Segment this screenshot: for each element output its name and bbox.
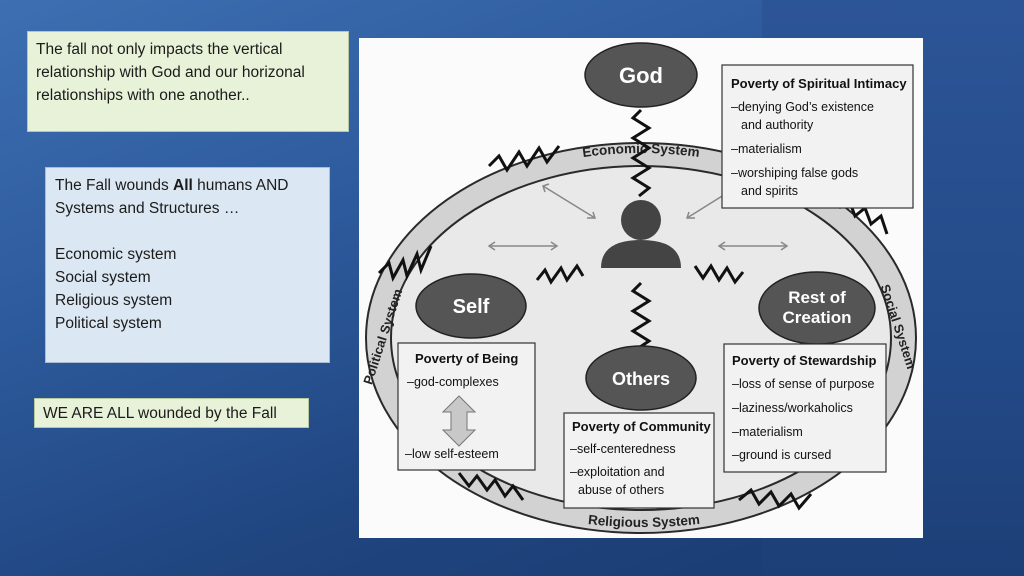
spiritual-item-3: –materialism bbox=[731, 142, 802, 156]
systems-text-box: The Fall wounds All humans AND Systems a… bbox=[45, 167, 330, 363]
fall-wounds-line: The Fall wounds All humans AND bbox=[55, 174, 320, 197]
god-label: God bbox=[619, 63, 663, 88]
intro-text: The fall not only impacts the vertical r… bbox=[36, 41, 305, 104]
being-bottom: –low self-esteem bbox=[405, 447, 499, 461]
arrow-person-creation bbox=[717, 241, 789, 251]
zigzag-person-self bbox=[535, 263, 585, 285]
being-title: Poverty of Being bbox=[415, 351, 518, 366]
poverty-diagram: Economic System Religious System Politic… bbox=[359, 38, 923, 538]
creation-label-line2: Creation bbox=[783, 308, 852, 327]
community-title: Poverty of Community bbox=[572, 419, 711, 434]
zigzag-god-person bbox=[630, 108, 652, 198]
intro-text-box: The fall not only impacts the vertical r… bbox=[27, 31, 349, 132]
system-item-religious: Religious system bbox=[55, 292, 173, 309]
community-item-1: –self-centeredness bbox=[570, 442, 676, 456]
up-down-arrow-icon bbox=[441, 395, 477, 447]
god-node bbox=[584, 42, 698, 108]
community-item-2: –exploitation and bbox=[570, 465, 665, 479]
system-item-economic: Economic system bbox=[55, 246, 177, 263]
arrow-self-person bbox=[487, 241, 559, 251]
line1-bold: All bbox=[173, 177, 193, 194]
stewardship-item-4: –ground is cursed bbox=[732, 448, 831, 462]
line1-pre: The Fall wounds bbox=[55, 177, 174, 194]
zigzag-person-creation bbox=[693, 263, 745, 285]
system-item-political: Political system bbox=[55, 315, 162, 332]
ring-label-bottom: Religious System bbox=[587, 512, 700, 530]
conclusion-text-box: WE ARE ALL wounded by the Fall bbox=[34, 398, 309, 428]
line1-post: humans AND bbox=[192, 177, 289, 194]
spiritual-item-5: and spirits bbox=[741, 184, 798, 198]
spiritual-item-1: –denying God’s existence bbox=[731, 100, 874, 114]
spiritual-item-4: –worshiping false gods bbox=[731, 166, 858, 180]
diagram-svg: Economic System Religious System Politic… bbox=[360, 42, 919, 534]
arrow-self-god bbox=[542, 183, 597, 219]
self-label: Self bbox=[453, 296, 490, 318]
ring-zigzag-left-top bbox=[377, 245, 433, 282]
stewardship-item-2: –laziness/workaholics bbox=[732, 401, 853, 415]
community-item-3: abuse of others bbox=[578, 483, 664, 497]
ring-label-top: Economic System bbox=[581, 141, 700, 160]
system-item-social: Social system bbox=[55, 269, 151, 286]
ring-zigzag-bottom-left bbox=[457, 472, 525, 501]
spacer bbox=[55, 220, 320, 243]
spiritual-poverty-box bbox=[721, 64, 914, 209]
stewardship-title: Poverty of Stewardship bbox=[732, 353, 877, 368]
stewardship-item-3: –materialism bbox=[732, 425, 803, 439]
ring-zigzag-top-left bbox=[487, 145, 561, 173]
others-label: Others bbox=[612, 369, 670, 389]
self-node bbox=[415, 273, 527, 339]
spiritual-title: Poverty of Spiritual Intimacy bbox=[731, 76, 907, 91]
zigzag-person-others bbox=[630, 281, 652, 351]
person-body-icon bbox=[601, 240, 681, 268]
conclusion-text: WE ARE ALL wounded by the Fall bbox=[43, 405, 277, 422]
ring-zigzag-bottom-right bbox=[738, 487, 813, 511]
stewardship-item-1: –loss of sense of purpose bbox=[732, 377, 874, 391]
creation-label-line1: Rest of bbox=[788, 288, 846, 307]
stewardship-poverty-box bbox=[723, 343, 887, 473]
spiritual-item-2: and authority bbox=[741, 118, 814, 132]
being-top: –god-complexes bbox=[407, 375, 499, 389]
systems-structures-line: Systems and Structures … bbox=[55, 200, 240, 217]
others-node bbox=[585, 345, 697, 411]
person-head-icon bbox=[621, 200, 661, 240]
community-poverty-box bbox=[563, 412, 715, 509]
